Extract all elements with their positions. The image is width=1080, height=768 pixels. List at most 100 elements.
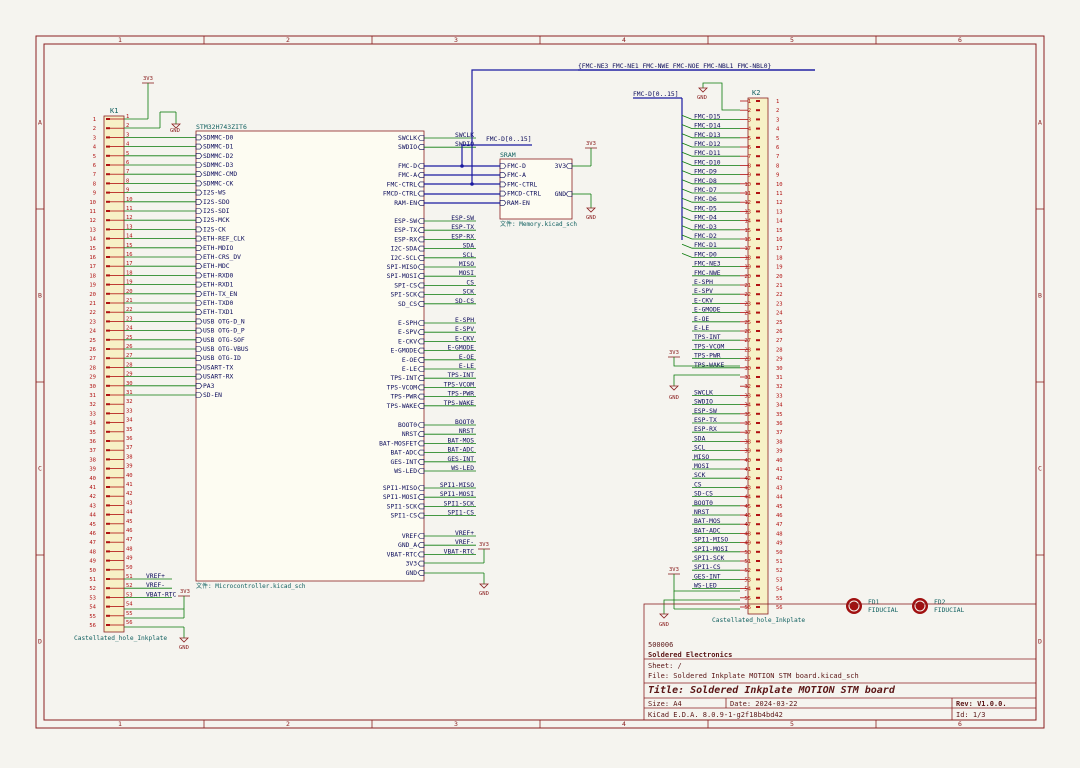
k2-pin-pad — [756, 412, 760, 415]
k2-pin-tag: 22 — [744, 292, 751, 298]
mcu-left-pin: ETH-CRS_DV — [203, 254, 241, 261]
k2-net-label: ESP-SW — [694, 408, 717, 415]
fiducials: FD1 FIDUCIAL FD2 FIDUCIAL — [846, 598, 965, 614]
frame-column-marker: 2 — [286, 36, 290, 44]
k1-pin-pad — [106, 495, 110, 498]
k1-pin-tag: 33 — [126, 408, 133, 414]
k1-pin-tag: 56 — [126, 620, 133, 626]
k2-pin-tag: 31 — [744, 375, 751, 381]
k2-pin-tag: 46 — [744, 513, 751, 519]
fiducial-fd1[interactable]: FD1 FIDUCIAL — [846, 598, 899, 614]
mcu-net-label: E-SPV — [455, 326, 474, 333]
mcu-net-label: VREF+ — [455, 530, 474, 537]
mcu-net-label: E-OE — [459, 354, 474, 361]
k2-pin-pad — [756, 247, 760, 250]
microcontroller-sheet[interactable]: STM32H743ZIT6 文件: Microcontroller.kicad_… — [195, 123, 476, 590]
k2-pin-tag: 50 — [744, 550, 751, 556]
fd2-reference: FD2 — [934, 599, 946, 606]
k2-net-label: E-GMODE — [694, 307, 721, 314]
k2-net-label: BAT-MOS — [694, 518, 721, 525]
k1-pin-number: 20 — [89, 292, 96, 298]
k2-net-label: E-SPV — [694, 288, 713, 295]
mcu-right-pin: FMC-CTRL — [387, 181, 418, 188]
k2-pin-number: 26 — [776, 329, 783, 335]
mcu-net-label: MOSI — [459, 270, 474, 277]
mcu-gnd-label: GND — [479, 591, 489, 597]
k2-pin-number: 4 — [776, 127, 780, 133]
mcu-right-pin: GND_A — [398, 542, 417, 549]
k1-pin-number: 43 — [89, 503, 96, 509]
k1-pin-tag: 40 — [126, 473, 133, 479]
k2-net-label: SCK — [694, 472, 706, 479]
sram-sheet-title: SRAM — [500, 151, 516, 159]
mcu-left-pin: USB OTG-D_N — [203, 318, 245, 325]
k2-net-label: SPI1-MISO — [694, 537, 728, 544]
k1-pin-pad — [106, 587, 110, 590]
k2-pin-pad — [756, 210, 760, 213]
k2-net-label: TPS-WAKE — [694, 362, 725, 369]
k1-pin-pad — [106, 458, 110, 461]
mcu-left-pin: SDMMC-D3 — [203, 162, 234, 169]
mcu-right-pin: FMC-A — [398, 172, 417, 179]
k1-pin-pad — [106, 228, 110, 231]
k1-pin-number: 56 — [89, 623, 96, 629]
mcu-net-label: TPS-INT — [447, 372, 474, 379]
k2-pin-tag: 2 — [748, 108, 751, 114]
k2-value: Castellated_hole_Inkplate — [712, 617, 805, 624]
k1-pin-tag: 43 — [126, 500, 133, 506]
sram-sheet-file: 文件: Memory.kicad_sch — [500, 220, 577, 228]
tb-size: Size: A4 — [648, 700, 682, 708]
k2-pin-number: 7 — [776, 154, 779, 160]
k2-pin-pad — [756, 320, 760, 323]
k2-pin-number: 31 — [776, 375, 783, 381]
k1-net-label: VBAT-RTC — [146, 591, 177, 598]
sram-right-pin: GND — [555, 191, 567, 198]
k2-pin-number: 27 — [776, 338, 783, 344]
mcu-net-label: E-LE — [459, 363, 474, 370]
k2-net-label: FMC-D9 — [694, 169, 717, 176]
mcu-right-pin: E-CKV — [398, 338, 417, 345]
k1-pin-pad — [106, 210, 110, 212]
sram-sheet[interactable]: SRAM 文件: Memory.kicad_sch FMC-DFMC-AFMC-… — [499, 151, 577, 228]
k1-pin-pad — [106, 440, 110, 442]
k2-net-label: SPI1-MOSI — [694, 546, 728, 553]
mcu-left-pin: I2S-CK — [203, 226, 226, 233]
k2-pin-pad — [756, 118, 760, 121]
mcu-right-pin: E-OE — [402, 357, 417, 364]
k2-pin-number: 33 — [776, 393, 783, 399]
fiducial-fd2[interactable]: FD2 FIDUCIAL — [912, 598, 965, 614]
mcu-net-label: CS — [466, 279, 474, 286]
k1-pin-number: 2 — [93, 126, 96, 132]
k2-net-label: SPI1-CS — [694, 564, 721, 571]
k1-pin-number: 41 — [89, 485, 96, 491]
mcu-left-pins: SDMMC-D0SDMMC-D1SDMMC-D2SDMMC-D3SDMMC-CM… — [195, 134, 249, 399]
k1-pin-tag: 10 — [126, 197, 133, 203]
k2-pin-pad — [756, 523, 760, 526]
k2-net-label: FMC-D0 — [694, 251, 717, 258]
k1-pin-tag: 34 — [126, 418, 133, 424]
k1-pin-tag: 22 — [126, 307, 133, 313]
k1-pin-number: 30 — [89, 384, 96, 390]
k2-net-label: SCL — [694, 445, 706, 452]
k1-pin-pad — [106, 366, 110, 369]
k2-pin-number: 53 — [776, 577, 783, 583]
k2-pin-tag: 10 — [744, 182, 751, 188]
k2-net-label: WS-LED — [694, 583, 717, 590]
mcu-net-label: TPS-WAKE — [444, 400, 475, 407]
k2-pin-pad — [756, 403, 760, 406]
k2-net-label: E-LE — [694, 325, 709, 332]
k2-pin-tag: 16 — [744, 237, 751, 243]
mcu-right-pin: VBAT-RTC — [387, 551, 418, 558]
k2-pin-pad — [756, 201, 760, 204]
k1-pin-number: 54 — [89, 605, 96, 611]
k2-pin-tag: 24 — [744, 311, 751, 317]
k2-pin-tag: 34 — [744, 403, 751, 409]
k2-pin-tag: 1 — [748, 99, 751, 105]
k2-pin-number: 6 — [776, 145, 779, 151]
k2-pin-tag: 56 — [744, 605, 751, 611]
